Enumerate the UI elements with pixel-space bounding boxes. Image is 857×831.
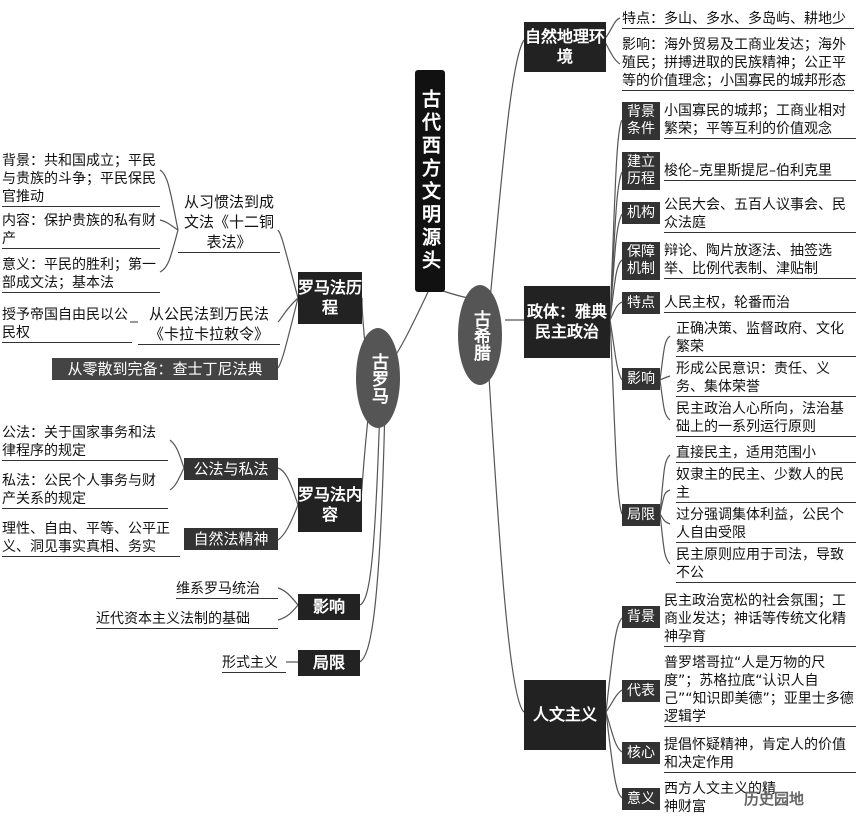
- pub-priv-label: 公法与私法: [184, 458, 278, 480]
- polity-infl-label: 影响: [622, 368, 660, 390]
- influence-item-1: 维系罗马统治: [176, 580, 278, 599]
- history-branch: 罗马法历程: [298, 272, 362, 324]
- influence-item-2: 近代资本主义法制的基础: [96, 610, 278, 629]
- influence-branch: 影响: [298, 594, 360, 620]
- polity-lim-1: 直接民主，适用范围小: [676, 444, 856, 463]
- natural-item: 理性、自由、平等、公平正义、洞见事实真相、务实: [2, 520, 180, 557]
- human-rep-label: 代表: [622, 680, 660, 702]
- polity-guar-text: 辩论、陶片放逐法、抽签选举、比例代表制、津贴制: [664, 242, 856, 279]
- geo-item-1: 特点：多山、多水、多岛屿、耕地少: [622, 10, 854, 29]
- stage2-item: 授予帝国自由民以公民权: [2, 306, 132, 343]
- natural-label: 自然法精神: [184, 528, 278, 550]
- polity-org-label: 机构: [622, 202, 660, 224]
- main-title: 古代西方文明源头: [415, 70, 445, 292]
- polity-bg-text: 小国寡民的城邦；工商业相对繁荣；平等互利的价值观念: [664, 102, 856, 139]
- stage3-label: 从零散到完备：查士丁尼法典: [52, 358, 278, 380]
- pub-priv-item-2: 私法：公民个人事务与财产关系的规定: [2, 472, 168, 509]
- polity-guar-label: 保障机制: [622, 242, 660, 280]
- polity-lim-label: 局限: [622, 504, 660, 526]
- geo-branch: 自然地理环境: [524, 22, 606, 72]
- human-core-label: 核心: [622, 742, 660, 764]
- polity-bg-label: 背景条件: [622, 102, 660, 140]
- polity-lim-3: 过分强调集体利益，公民个人自由受限: [676, 506, 856, 543]
- greece-oval: 古希腊: [458, 285, 502, 385]
- limit-item: 形式主义: [222, 654, 286, 673]
- human-mean-label: 意义: [622, 788, 660, 810]
- polity-infl-3: 民主政治人心所向，法治基础上的一系列运行原则: [676, 400, 856, 437]
- human-rep-text: 普罗塔哥拉“人是万物的尺度”；苏格拉底“认识人自己”“知识即美德”；亚里士多德逻…: [664, 654, 856, 727]
- limit-branch: 局限: [298, 650, 360, 676]
- stage2-label: 从公民法到万民法《卡拉卡拉敕令》: [138, 304, 280, 345]
- polity-branch: 政体：雅典民主政治: [524, 286, 610, 358]
- human-core-text: 提倡怀疑精神，肯定人的价值和决定作用: [664, 736, 856, 773]
- human-bg-label: 背景: [622, 606, 660, 628]
- stage1-item-3: 意义：平民的胜利；第一部成文法；基本法: [2, 256, 160, 293]
- polity-est-label: 建立历程: [622, 152, 660, 190]
- human-mean-text: 西方人文主义的精神财富: [664, 781, 776, 815]
- polity-infl-2: 形成公民意识：责任、义务、集体荣誉: [676, 360, 856, 397]
- pub-priv-item-1: 公法：关于国家事务和法律程序的规定: [2, 424, 168, 461]
- geo-item-2: 影响：海外贸易及工商业发达；海外殖民；拼搏进取的民族精神；公正平等的价值理念；小…: [622, 36, 854, 91]
- polity-est-text: 梭伦–克里斯提尼–伯利克里: [664, 162, 856, 181]
- stage1-item-2: 内容：保护贵族的私有财产: [2, 212, 160, 249]
- rome-oval: 古罗马: [356, 328, 400, 428]
- human-branch: 人文主义: [524, 680, 606, 750]
- polity-feat-label: 特点: [622, 292, 660, 314]
- polity-feat-text: 人民主权，轮番而治: [664, 294, 856, 313]
- polity-lim-4: 民主原则应用于司法，导致不公: [676, 546, 856, 583]
- stage1-label: 从习惯法到成文法《十二铜表法》: [178, 192, 280, 253]
- stage1-item-1: 背景：共和国成立；平民与贵族的斗争；平民保民官推动: [2, 152, 160, 207]
- watermark: 历史园地: [744, 790, 805, 808]
- content-branch: 罗马法内容: [298, 478, 362, 532]
- human-bg-text: 民主政治宽松的社会氛围；工商业发达；神话等传统文化精神孕育: [664, 592, 856, 647]
- polity-infl-1: 正确决策、监督政府、文化繁荣: [676, 320, 856, 357]
- polity-org-text: 公民大会、五百人议事会、民众法庭: [664, 196, 856, 233]
- polity-lim-2: 奴隶主的民主、少数人的民主: [676, 466, 856, 503]
